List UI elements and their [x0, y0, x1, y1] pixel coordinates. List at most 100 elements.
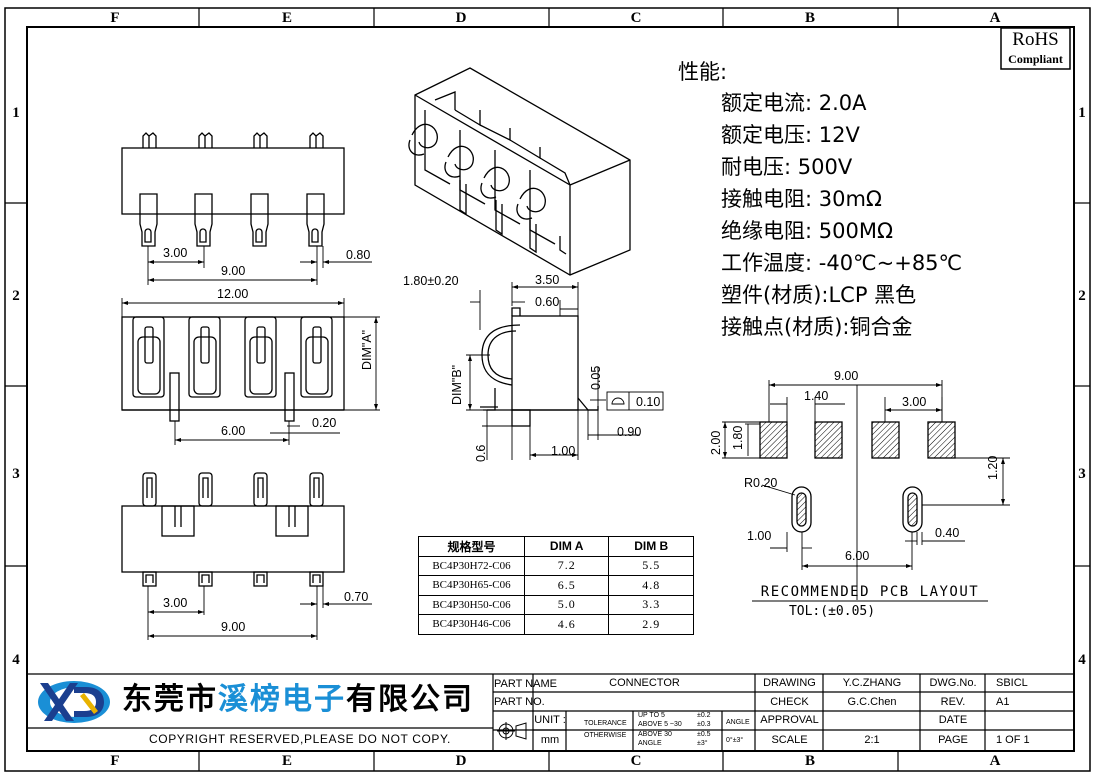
zone-col-c: C	[630, 10, 642, 26]
dim-side-flat: 0.10	[636, 395, 661, 409]
zone-row-3-right: 3	[1078, 466, 1086, 482]
tol-row-3: ABOVE 30	[638, 731, 672, 738]
spec-dim-b: 5.5	[608, 555, 694, 576]
spec-rated-current: 额定电流: 2.0A	[721, 91, 867, 115]
check-by: G.C.Chen	[847, 696, 897, 708]
zone-row-4-right: 4	[1078, 652, 1086, 668]
spec-model: BC4P30H65-C06	[418, 575, 525, 596]
dim-pcb-slot: 0.40	[935, 526, 960, 540]
zone-col-a: A	[989, 10, 1001, 26]
dim-pcb-v: 1.20	[986, 455, 1000, 480]
zone-col-b: B	[804, 10, 815, 26]
dim-side-gap: 0.05	[589, 365, 603, 390]
spec-housing-material: 塑件(材质):LCP 黑色	[721, 283, 917, 307]
angle-value: 0°±3°	[726, 737, 744, 744]
part-name-value: CONNECTOR	[609, 677, 680, 689]
zone-col-d: D	[455, 10, 467, 26]
scale-label: SCALE	[771, 734, 808, 746]
dim-side-top: 0.60	[535, 295, 560, 309]
zone-row-1: 1	[12, 105, 20, 121]
spec-dim-b: 3.3	[608, 594, 694, 615]
date-label: DATE	[938, 714, 968, 726]
tol-row-4-value: ±3°	[697, 740, 708, 747]
tolerance-label: TOLERANCE	[584, 720, 627, 727]
part-no-label: PART NO.	[494, 696, 545, 708]
dim-pcb-hole-pitch: 6.00	[845, 549, 870, 563]
rohs-title: RoHS	[1012, 29, 1059, 50]
company-name-brand: 溪榜电子	[218, 682, 346, 717]
zone-row-2-right: 2	[1078, 288, 1086, 304]
spec-model: BC4P30H50-C06	[418, 594, 525, 615]
dimension-arrows	[122, 260, 1005, 638]
spec-dim-b: 4.8	[608, 575, 694, 596]
otherwise-label: OTHERWISE	[584, 732, 627, 739]
dim-side-pitch: 1.00	[551, 444, 576, 458]
zone-col-a-bottom: A	[989, 753, 1001, 769]
zone-row-4: 4	[12, 652, 20, 668]
spec-dim-a: 5.0	[523, 594, 610, 615]
check-label: CHECK	[770, 696, 809, 708]
part-name-label: PART NAME	[494, 678, 557, 690]
tol-row-4: ANGLE	[638, 740, 662, 747]
zone-col-f: F	[110, 10, 120, 26]
unit-value: mm	[540, 734, 560, 746]
dim-pcb-radius: R0.20	[744, 476, 778, 490]
scale-value: 2:1	[864, 734, 880, 746]
dim-top-span: 9.00	[221, 264, 246, 278]
zone-col-f-bottom: F	[110, 753, 120, 769]
dim-side-tol: 1.80±0.20	[403, 274, 459, 288]
side-view	[480, 307, 599, 427]
dim-bot-pin: 0.70	[344, 590, 369, 604]
dim-pcb-hole-off: 1.00	[747, 529, 772, 543]
spec-dim-a: 7.2	[523, 555, 610, 576]
spec-operating-temp: 工作温度: -40℃~+85℃	[721, 251, 963, 275]
table-row: BC4P30H46-C06 4.6 2.9	[418, 614, 694, 635]
tol-row-2-value: ±0.3	[697, 721, 711, 728]
zone-col-e: E	[281, 10, 292, 26]
rohs-compliant: Compliant	[1008, 52, 1063, 66]
company-name-type: 有限公司	[346, 682, 474, 717]
spec-header-dim-b: DIM B	[608, 536, 694, 557]
company-name: 东莞市溪榜电子有限公司	[122, 683, 474, 717]
title-block	[27, 673, 1074, 751]
spec-insulation-resistance: 绝缘电阻: 500MΩ	[721, 219, 893, 243]
zone-col-e-bottom: E	[281, 753, 292, 769]
angle-label: ANGLE	[726, 719, 750, 726]
dim-mid-pitch: 6.00	[221, 424, 246, 438]
tol-row-1-value: ±0.2	[697, 712, 711, 719]
front-view	[121, 132, 345, 247]
dwg-no-label: DWG.No.	[929, 677, 977, 689]
dim-bot-span: 9.00	[221, 620, 246, 634]
dim-pcb-pitch: 3.00	[902, 395, 927, 409]
spec-dim-a: 6.5	[523, 575, 610, 596]
table-row: BC4P30H50-C06 5.0 3.3	[418, 594, 694, 615]
table-row: BC4P30H65-C06 6.5 4.8	[418, 575, 694, 596]
dim-pcb-pad: 1.40	[804, 389, 829, 403]
rev-label: REV.	[940, 696, 966, 708]
dim-side-b: DIM"B"	[450, 364, 464, 405]
company-name-city: 东莞市	[122, 682, 218, 717]
spec-header-dim-a: DIM A	[523, 536, 610, 557]
page-label: PAGE	[938, 734, 968, 746]
page-value: 1 OF 1	[996, 734, 1030, 746]
spec-dim-a: 4.6	[523, 614, 610, 635]
zone-col-b-bottom: B	[804, 753, 815, 769]
performance-heading: 性能:	[678, 60, 728, 84]
drawing-label: DRAWING	[763, 677, 816, 689]
dwg-no-value: SBICL	[996, 677, 1028, 689]
dim-side-foot: 0.90	[617, 425, 642, 439]
spec-dim-b: 2.9	[608, 614, 694, 635]
zone-row-3: 3	[12, 466, 20, 482]
copyright-notice: COPYRIGHT RESERVED,PLEASE DO NOT COPY.	[149, 732, 451, 746]
spec-model: BC4P30H46-C06	[418, 614, 525, 635]
company-logo-icon	[38, 681, 110, 723]
tol-row-3-value: ±0.5	[697, 731, 711, 738]
dim-pcb-h2: 1.80	[731, 425, 745, 450]
spec-model: BC4P30H72-C06	[418, 555, 525, 576]
dim-mid-width: 12.00	[217, 287, 249, 301]
pcb-tolerance: TOL:(±0.05)	[788, 604, 876, 619]
spec-rated-voltage: 额定电压: 12V	[721, 123, 860, 147]
unit-label: UNIT :	[534, 714, 566, 726]
zone-col-c-bottom: C	[630, 753, 642, 769]
spec-withstand-voltage: 耐电压: 500V	[721, 155, 853, 179]
